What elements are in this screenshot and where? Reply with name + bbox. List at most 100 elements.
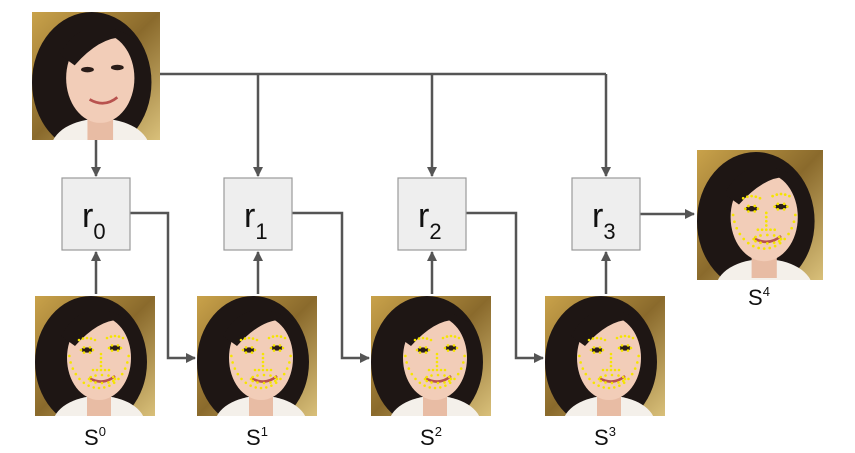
label-s1: S1 — [246, 424, 268, 450]
left-eye — [591, 347, 603, 353]
landmark-point — [261, 356, 265, 360]
landmark-point — [453, 377, 456, 381]
shape-symbol: S — [594, 425, 609, 450]
left-eye — [81, 66, 94, 73]
landmark-point — [759, 241, 762, 245]
shape-s2-image — [371, 296, 491, 416]
landmark-point — [754, 239, 757, 243]
landmark-point — [762, 247, 766, 250]
landmark-point — [456, 372, 460, 376]
regressor-r1: r1 — [223, 177, 293, 251]
landmark-point — [777, 239, 781, 243]
landmark-point — [743, 207, 747, 211]
landmark-point — [769, 228, 772, 232]
landmark-point — [251, 375, 255, 379]
landmark-point — [240, 377, 243, 381]
landmark-point — [119, 346, 123, 350]
landmark-point — [751, 244, 755, 248]
landmark-point — [601, 368, 605, 372]
svg-text:r2: r2 — [418, 197, 442, 244]
shape-s1-image — [197, 296, 317, 416]
landmark-point — [272, 349, 276, 352]
landmark-point — [244, 351, 248, 354]
landmark-point — [435, 364, 439, 368]
regressor-subscript: 1 — [255, 219, 267, 244]
landmark-point — [109, 335, 113, 338]
landmark-point — [261, 368, 265, 372]
label-s0: S0 — [84, 424, 106, 450]
landmark-point — [267, 336, 271, 340]
landmark-point — [262, 373, 266, 377]
landmark-point — [754, 195, 758, 199]
landmark-point — [111, 375, 115, 379]
landmark-point — [779, 192, 783, 196]
landmark-point — [261, 352, 265, 356]
landmark-point — [620, 344, 624, 347]
shape-s3-image — [545, 296, 665, 416]
landmark-point — [618, 384, 621, 387]
landmark-point — [601, 348, 605, 352]
landmark-point — [259, 386, 263, 390]
landmark-point — [123, 367, 127, 370]
landmark-point — [626, 344, 630, 347]
landmark-point — [617, 374, 620, 377]
landmark-point — [239, 338, 243, 342]
landmark-point — [231, 361, 234, 364]
landmark-point — [436, 373, 440, 377]
shape-symbol: S — [748, 285, 763, 310]
landmark-point — [443, 346, 447, 350]
landmark-point — [782, 207, 786, 211]
left-eye — [417, 347, 429, 353]
landmark-point — [425, 379, 429, 383]
landmark-point — [764, 219, 768, 223]
landmark-point — [756, 228, 760, 232]
landmark-point — [278, 349, 282, 352]
landmark-point — [77, 338, 81, 342]
landmark-point — [424, 346, 428, 349]
landmark-point — [97, 386, 101, 390]
landmark-point — [772, 241, 776, 245]
landmark-point — [790, 226, 794, 230]
landmark-point — [81, 337, 85, 340]
landmark-point — [759, 234, 762, 237]
landmark-point — [783, 193, 787, 196]
landmark-point — [94, 374, 97, 377]
landmark-point — [750, 194, 753, 198]
landmark-point — [415, 348, 419, 352]
landmark-point — [265, 368, 269, 372]
landmark-point — [99, 368, 103, 372]
svg-text:r0: r0 — [82, 197, 106, 244]
shape-s0-image — [35, 296, 155, 416]
landmark-point — [435, 360, 439, 364]
landmark-point — [742, 237, 746, 241]
landmark-point — [617, 346, 621, 350]
landmark-point — [410, 372, 414, 376]
landmark-point — [636, 361, 639, 364]
landmark-point — [637, 354, 640, 358]
landmark-point — [255, 338, 259, 342]
landmark-point — [249, 384, 252, 387]
landmark-point — [765, 241, 769, 245]
shape-symbol: S — [420, 425, 435, 450]
arrow-r2-to-s3 — [466, 211, 544, 363]
landmark-point — [598, 351, 602, 354]
landmark-point — [604, 381, 607, 384]
arrow-r1-to-s2 — [292, 211, 370, 363]
landmark-point — [99, 360, 103, 364]
landmark-point — [633, 367, 637, 370]
landmark-point — [413, 338, 417, 342]
landmark-point — [251, 379, 255, 383]
landmark-point — [404, 354, 407, 358]
landmark-point — [592, 351, 596, 354]
landmark-point — [264, 386, 268, 389]
shape-superscript: 0 — [99, 424, 106, 439]
landmark-point — [439, 368, 443, 372]
landmark-point — [89, 375, 93, 379]
regressor-symbol: r — [418, 197, 429, 235]
landmark-point — [82, 346, 86, 349]
landmark-point — [595, 336, 599, 340]
landmark-point — [592, 381, 596, 385]
landmark-point — [256, 381, 259, 384]
landmark-point — [783, 237, 787, 241]
